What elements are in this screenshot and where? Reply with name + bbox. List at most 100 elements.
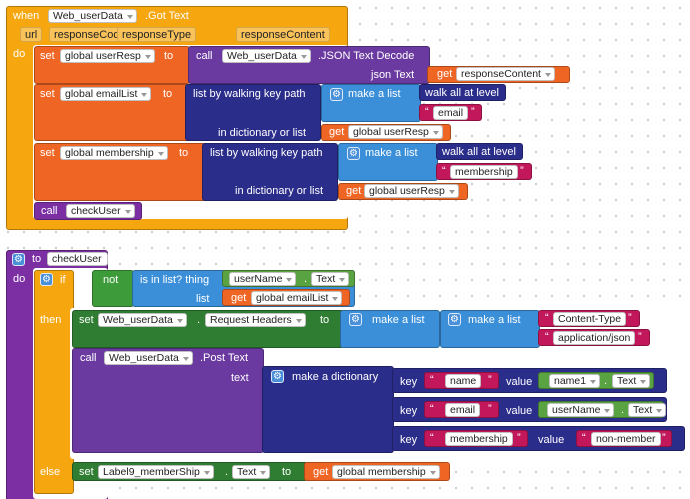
quote-close-icon: ”: [517, 432, 521, 444]
label9-component-dropdown[interactable]: Label9_memberShip: [98, 465, 214, 479]
key-label-1: key: [400, 376, 418, 388]
set1-var-dropdown[interactable]: global userResp: [60, 49, 155, 63]
gear-icon[interactable]: ⚙: [347, 147, 360, 160]
get-response-content-dropdown[interactable]: responseContent: [456, 67, 555, 81]
get-user-resp-dropdown-2[interactable]: global userResp: [364, 184, 459, 198]
call-label: call: [41, 205, 58, 217]
make-dictionary-block[interactable]: [262, 366, 394, 453]
gear-icon[interactable]: ⚙: [40, 273, 53, 286]
not-label: not: [103, 274, 119, 286]
get-label-1: get: [437, 68, 453, 80]
username-component-dropdown-2[interactable]: userName: [547, 403, 615, 417]
set-headers-label: set: [79, 314, 94, 326]
string-content-type-field[interactable]: Content-Type: [553, 312, 627, 326]
dot-separator: .: [304, 273, 308, 285]
username-component-dropdown[interactable]: userName: [229, 272, 297, 286]
get-membership-label: get: [313, 466, 329, 478]
else-set-to: to: [282, 466, 292, 478]
value-label-3: value: [538, 434, 565, 446]
string-key-name-field[interactable]: name: [445, 374, 482, 388]
value-label-1: value: [506, 376, 533, 388]
in-dict-label-1: in dictionary or list: [218, 127, 307, 139]
param-response-content[interactable]: responseContent: [236, 27, 330, 42]
set-headers-to: to: [320, 314, 330, 326]
get-label-3: get: [346, 185, 362, 197]
dot-separator: .: [225, 466, 229, 478]
event-component-dropdown[interactable]: Web_userData: [48, 9, 137, 23]
username-prop-dropdown[interactable]: Text: [311, 272, 350, 286]
walk-all-label-2: walk all at level: [442, 146, 516, 158]
string-non-member-field[interactable]: non-member: [591, 432, 661, 446]
set-headers-component-dropdown[interactable]: Web_userData: [98, 313, 187, 327]
set3-label: set: [40, 147, 55, 159]
set3-var-dropdown[interactable]: global membership: [60, 146, 168, 160]
set2-var-dropdown[interactable]: global emailList: [60, 87, 152, 101]
if-block[interactable]: [34, 270, 74, 494]
post-text-block[interactable]: [72, 348, 264, 453]
get-user-resp-dropdown-1[interactable]: global userResp: [348, 125, 443, 139]
proc-do-label: do: [13, 273, 26, 285]
param-response-code[interactable]: responseCode: [49, 27, 131, 42]
quote-open-icon: “: [430, 403, 434, 415]
proc-name-field[interactable]: checkUser: [47, 252, 108, 266]
else-label: else: [40, 466, 61, 478]
json-component-dropdown[interactable]: Web_userData: [222, 49, 311, 63]
set-headers-dot: .: [197, 314, 201, 326]
post-text-label: text: [231, 372, 249, 384]
key-label-2: key: [400, 405, 418, 417]
gear-icon[interactable]: ⚙: [271, 370, 284, 383]
in-dict-label-2: in dictionary or list: [235, 185, 324, 197]
quote-close-icon: ”: [471, 106, 475, 118]
make-list-label-2: make a list: [365, 147, 418, 159]
string-key-email-field[interactable]: email: [445, 403, 481, 417]
username-prop-dropdown-2[interactable]: Text: [628, 403, 667, 417]
string-key-membership-field[interactable]: membership: [445, 432, 513, 446]
if-label: if: [60, 274, 66, 286]
call-proc-dropdown[interactable]: checkUser: [66, 204, 135, 218]
get-email-list-dropdown[interactable]: global emailList: [251, 291, 343, 305]
set3-to: to: [179, 147, 189, 159]
make-list-inner-label: make a list: [468, 314, 521, 326]
post-method: .Post Text: [200, 352, 249, 364]
value-label-2: value: [506, 405, 533, 417]
string-application-json-field[interactable]: application/json: [553, 331, 636, 345]
quote-open-icon: “: [545, 312, 549, 324]
set2-to: to: [163, 88, 173, 100]
is-in-list-label: is in list? thing: [140, 274, 210, 286]
quote-close-icon: ”: [488, 374, 492, 386]
quote-open-icon: “: [430, 374, 434, 386]
param-url[interactable]: url: [20, 27, 43, 42]
label9-prop-dropdown[interactable]: Text: [232, 465, 271, 479]
key-label-3: key: [400, 434, 418, 446]
walk-path-block-2[interactable]: [202, 143, 338, 201]
walk-path-block-1[interactable]: [185, 84, 321, 141]
json-text-label: json Text: [371, 69, 415, 81]
gear-icon[interactable]: ⚙: [330, 88, 343, 101]
else-set-label: set: [79, 466, 94, 478]
quote-close-icon: ”: [662, 432, 666, 444]
walk-all-block-2[interactable]: [436, 143, 523, 160]
gear-icon[interactable]: ⚙: [448, 313, 461, 326]
walk-label-1: list by walking key path: [193, 88, 306, 100]
then-label: then: [40, 314, 62, 326]
set-headers-prop-dropdown[interactable]: Request Headers: [205, 313, 306, 327]
walk-all-block-1[interactable]: [419, 84, 506, 101]
when-label: when: [13, 10, 40, 22]
set1-label: set: [40, 50, 55, 62]
get-membership-dropdown[interactable]: global membership: [332, 465, 440, 479]
post-component-dropdown[interactable]: Web_userData: [104, 351, 193, 365]
string-email-field[interactable]: email: [433, 106, 469, 120]
name1-component-dropdown[interactable]: name1: [549, 374, 601, 388]
quote-close-icon: ”: [638, 331, 642, 343]
get-email-list-label: get: [231, 292, 247, 304]
dot-separator: .: [604, 375, 608, 387]
string-membership-field[interactable]: membership: [450, 165, 518, 179]
param-response-type[interactable]: responseType: [117, 27, 197, 42]
name1-prop-dropdown[interactable]: Text: [612, 374, 651, 388]
gear-icon[interactable]: ⚙: [12, 253, 25, 266]
get-label-2: get: [329, 126, 345, 138]
quote-open-icon: “: [430, 432, 434, 444]
quote-open-icon: “: [582, 432, 586, 444]
walk-label-2: list by walking key path: [210, 147, 323, 159]
gear-icon[interactable]: ⚙: [349, 313, 362, 326]
